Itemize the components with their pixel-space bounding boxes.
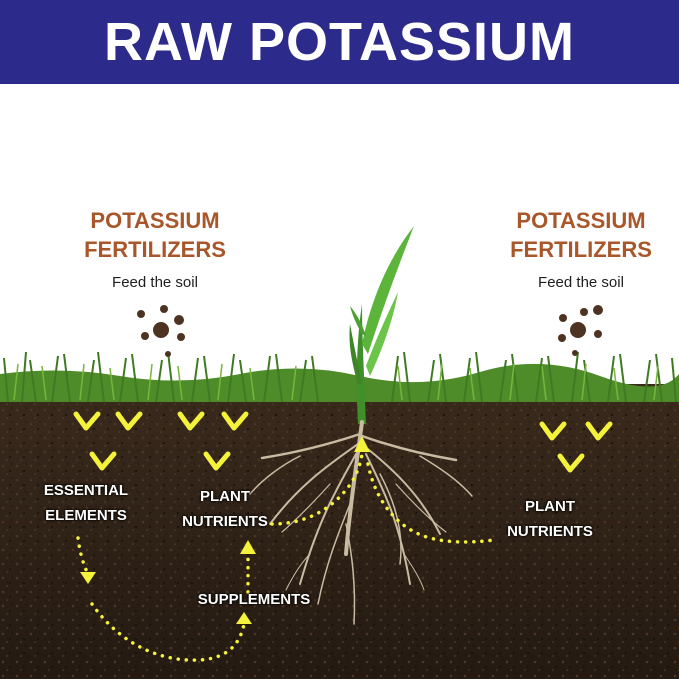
label-essential-line1: ESSENTIAL xyxy=(43,482,129,499)
right-heading-line1: POTASSIUM xyxy=(516,208,646,233)
path-arrowheads xyxy=(80,436,370,624)
seedling xyxy=(349,226,414,424)
left-subtitle: Feed the soil xyxy=(112,274,198,291)
arrows-left-pair xyxy=(73,411,143,471)
label-essential-line2: ELEMENTS xyxy=(45,507,127,524)
label-plant-right-line1: PLANT xyxy=(525,498,575,515)
arrows-right-pair xyxy=(539,421,613,473)
label-plant-left-line1: PLANT xyxy=(200,488,250,505)
title-banner: RAW POTASSIUM xyxy=(0,0,679,84)
label-plant-right-line2: NUTRIENTS xyxy=(507,523,593,540)
label-plant-left-line2: NUTRIENTS xyxy=(182,513,268,530)
soil-diagram: POTASSIUM FERTILIZERS Feed the soil POTA… xyxy=(0,84,679,679)
diagram-graphics xyxy=(0,226,679,679)
fertilizer-granules-right xyxy=(558,305,603,356)
arrows-mid-pair xyxy=(177,411,249,471)
label-supplements: SUPPLEMENTS xyxy=(197,591,311,608)
grass xyxy=(0,351,679,403)
right-heading-line2: FERTILIZERS xyxy=(510,237,652,262)
left-heading-line2: FERTILIZERS xyxy=(84,237,226,262)
banner-title: RAW POTASSIUM xyxy=(104,12,575,72)
plant-roots xyxy=(249,420,473,625)
right-subtitle: Feed the soil xyxy=(538,274,624,291)
left-heading-line1: POTASSIUM xyxy=(90,208,220,233)
fertilizer-granules-left xyxy=(137,305,185,357)
